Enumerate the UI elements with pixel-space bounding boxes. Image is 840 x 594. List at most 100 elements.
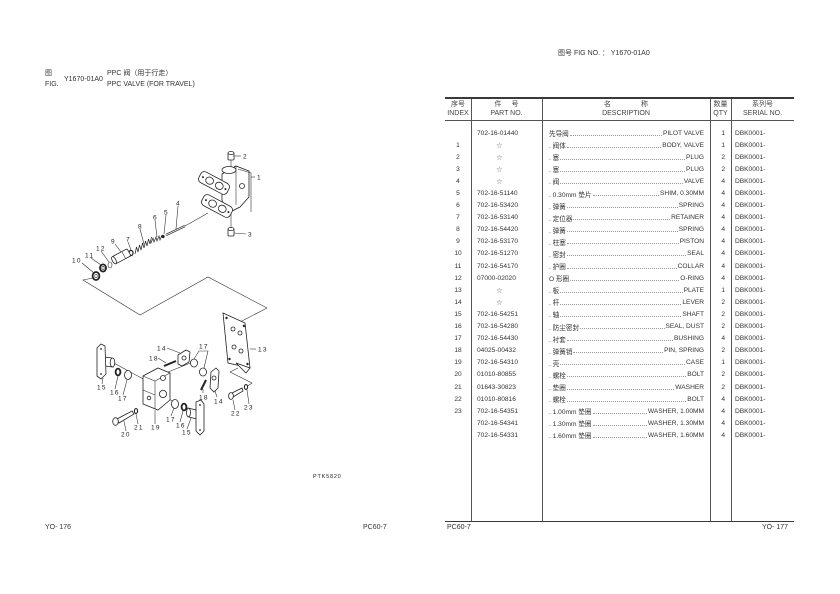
index-cell: 18 <box>454 347 462 355</box>
description-cn: 先导阀 <box>549 131 569 139</box>
header-description-cn: 名称 <box>604 101 678 108</box>
index-cell: 11 <box>454 262 462 270</box>
column-divider <box>710 99 712 521</box>
part-no-cell: 702-16-54420 <box>477 226 519 234</box>
description-en: PIN, SPRING <box>664 347 704 355</box>
header-index: 序号 INDEX <box>445 99 471 120</box>
qty-cell: 4 <box>721 177 725 185</box>
callout-label: 22 <box>231 411 241 418</box>
description-en: CASE <box>686 359 704 367</box>
callout-label: 14 <box>157 346 167 353</box>
description-en: VALVE <box>683 177 704 185</box>
serial-no-cell: DBK0001- <box>735 153 766 161</box>
fig-number: Y1670-01A0 <box>64 76 103 83</box>
serial-no-cell: DBK0001- <box>735 431 766 439</box>
index-cell: 21 <box>454 383 462 391</box>
header-part-no-en: PART NO. <box>490 109 523 117</box>
description-en: SHIM, 0.30MM <box>660 190 704 198</box>
qty-cell: 2 <box>721 383 725 391</box>
bolt-20-part <box>112 410 135 426</box>
serial-no-cell: DBK0001- <box>735 165 766 173</box>
callout-label: 4 <box>176 201 181 208</box>
part-no-cell: ☆ <box>496 152 503 162</box>
description-en: SPRING <box>678 226 704 234</box>
callout-label: 6 <box>153 215 158 222</box>
serial-no-cell: DBK0001- <box>735 323 766 331</box>
lever-lower-part <box>209 367 220 393</box>
part-no-cell: 04025-00432 <box>477 347 516 355</box>
plug-upper-part <box>227 151 235 167</box>
callout-label: 8 <box>138 224 143 231</box>
spring-pin-lower-part <box>200 379 207 391</box>
serial-no-cell: DBK0001- <box>735 371 766 379</box>
description-en: O-RING <box>680 274 704 282</box>
part-no-cell: 702-16-51270 <box>477 250 519 258</box>
header-serial-no-en: SERIAL NO. <box>742 109 783 117</box>
qty-cell: 1 <box>721 359 725 367</box>
part-no-cell: 702-16-54251 <box>477 310 519 318</box>
header-serial-no-cn: 系列号 <box>752 101 773 108</box>
description-cn: . 0.30mm 垫片 <box>549 191 592 199</box>
figure-title-en: PPC VALVE (FOR TRAVEL) <box>107 81 195 88</box>
description-en: SEAL <box>687 250 704 258</box>
index-cell: 15 <box>454 310 462 318</box>
dotted-leader <box>566 146 662 148</box>
description-en: WASHER, 1.00MM <box>647 407 704 415</box>
index-cell: 5 <box>456 190 460 198</box>
description-en: PLATE <box>683 286 704 294</box>
serial-no-cell: DBK0001- <box>735 310 766 318</box>
collar-part <box>99 263 107 273</box>
description-en: RETAINER <box>671 214 704 222</box>
fig-no-label-en: FIG NO. <box>573 50 601 57</box>
dotted-leader <box>592 436 647 438</box>
description-cn: . 螺栓 <box>549 372 566 380</box>
header-qty-en: QTY <box>713 109 728 117</box>
description-en: WASHER <box>675 383 704 391</box>
description-cell: . 0.30mm 垫片 SHIM, 0.30MM <box>542 189 710 199</box>
qty-cell: 4 <box>721 250 725 258</box>
serial-no-cell: DBK0001- <box>735 226 766 234</box>
description-en: COLLAR <box>677 262 704 270</box>
fig-label-cn: 图 <box>45 70 52 77</box>
shim-part <box>161 234 165 239</box>
figure-title-cn: PPC 阀（用于行走） <box>107 70 173 77</box>
index-cell: 16 <box>454 323 462 331</box>
index-cell: 7 <box>456 214 460 222</box>
callout-label: 20 <box>121 432 131 439</box>
part-no-cell: ☆ <box>496 285 503 295</box>
description-cn: . 板 <box>549 288 560 296</box>
header-part-no-cn: 件号 <box>494 101 529 108</box>
qty-cell: 4 <box>721 274 725 282</box>
index-cell: 14 <box>454 298 462 306</box>
callout-label: 18 <box>199 395 209 402</box>
serial-no-cell: DBK0001- <box>735 190 766 198</box>
dotted-leader <box>566 267 677 269</box>
dotted-leader <box>560 364 686 366</box>
part-no-cell: ☆ <box>496 297 503 307</box>
index-cell: 10 <box>454 250 462 258</box>
callout-label: 3 <box>248 232 253 239</box>
serial-no-cell: DBK0001- <box>735 395 766 403</box>
serial-no-cell: DBK0001- <box>735 250 766 258</box>
callout-label: 23 <box>244 405 254 412</box>
serial-no-cell: DBK0001- <box>735 141 766 149</box>
spring-large-part <box>134 236 152 255</box>
callout-label: 15 <box>182 430 192 437</box>
description-cn: . 密封 <box>549 251 566 259</box>
spool-valve-part <box>165 225 186 236</box>
